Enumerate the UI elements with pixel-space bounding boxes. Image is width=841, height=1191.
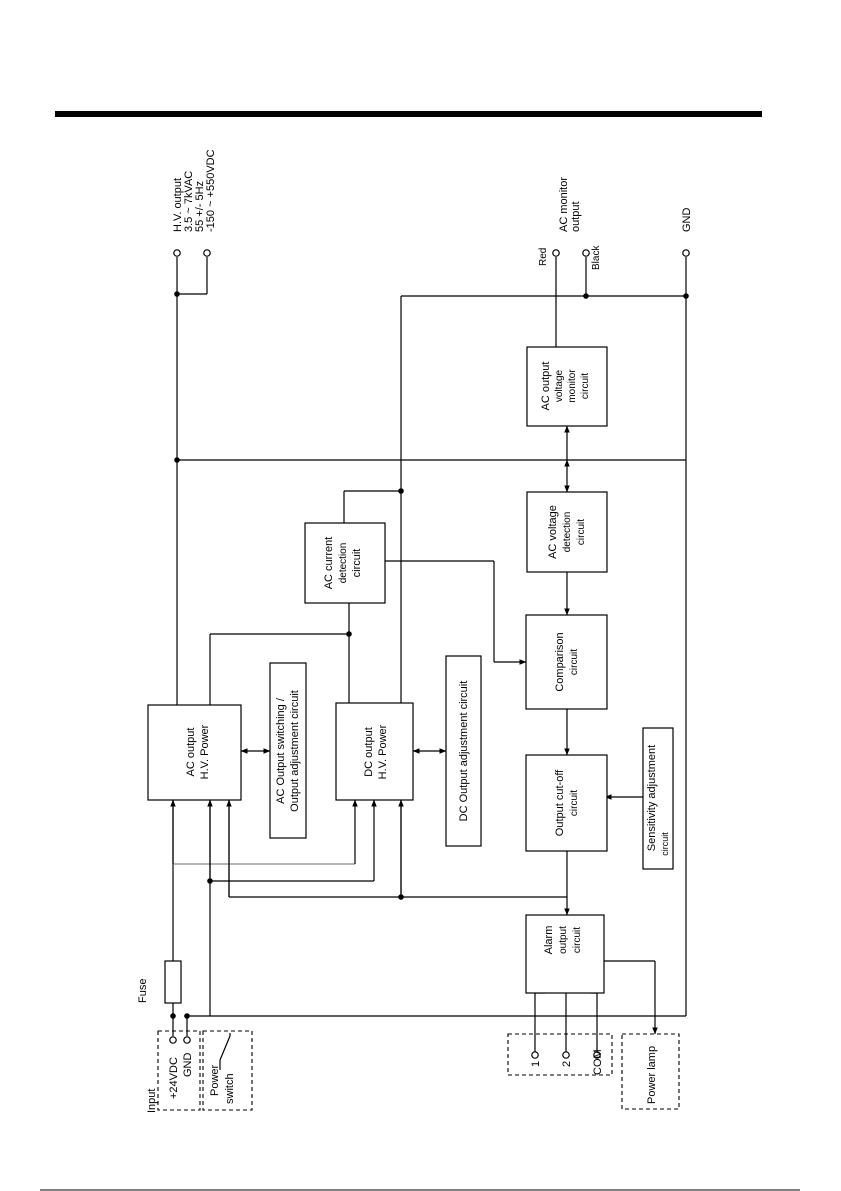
output-cutoff-label-2: circuit [569,790,580,816]
ac-output-switching-label-2: Output adjustment circuit [289,690,301,812]
output-cutoff-label-1: Output cut-off [554,769,566,836]
hv-output-terminal-2 [203,249,211,257]
hv-output-label-4: -150 ~ +550VDC [205,149,217,232]
gnd-label: GND [681,208,693,233]
ac-voltage-detection-label-2: detection [562,512,573,553]
alarm-output-box [525,914,605,994]
dc-output-adjustment-box [445,655,482,847]
power-switch-label-2: switch [224,1073,236,1104]
alarm-output-label-1: Alarm [543,926,555,955]
ac-hv-power-label-2: H.V. Power [199,724,211,779]
power-lamp-box [621,1033,680,1110]
input-gnd-terminal [183,1036,191,1044]
ac-voltage-monitor-label-1: AC output [540,362,552,411]
hv-output-terminal-1 [173,249,181,257]
fuse-box [164,960,182,1004]
ac-voltage-detection-label-3: circuit [576,519,587,545]
ac-output-switching-label-1: AC Output switching / [275,697,287,804]
output-cutoff-box [525,754,608,852]
gnd-terminal [682,249,690,257]
ac-hv-power-box [147,704,242,801]
input-gnd-label: GND [182,1053,194,1078]
dashed-boxes [157,1030,680,1111]
black-terminal [582,249,590,257]
comparison-box [525,614,608,710]
ac-current-detection-label-3: circuit [351,549,363,578]
terminals [169,249,690,1059]
ac-voltage-monitor-label-2: voltage [554,369,565,402]
dc-hv-power-label-2: H.V. Power [377,724,389,779]
input-24vdc-terminal [169,1036,177,1044]
wires [172,257,687,1070]
comparison-label-1: Comparison [554,632,566,691]
ac-current-detection-label-2: detection [338,543,349,584]
ac-monitor-output-label-2: output [570,201,582,232]
ac-current-detection-label-1: AC current [323,537,335,590]
alarm-terminal-2-label: 2 [561,1061,573,1067]
fuse-label: Fuse [137,979,149,1003]
signal-arrows [170,425,658,1035]
header-rule [55,111,762,117]
hv-output-label-3: 55 +/- 5Hz [194,181,206,232]
ac-voltage-detection-box [526,491,608,573]
alarm-terminal-2 [562,1051,570,1059]
alarm-output-label-2: output [558,926,569,954]
ac-monitor-output-label-1: AC monitor [558,177,570,232]
ac-current-detection-box [304,522,386,604]
ac-voltage-monitor-label-4: circuit [580,373,591,399]
dc-hv-power-box [335,702,414,801]
power-lamp-label: Power lamp [646,1046,658,1104]
black-label: Black [591,245,602,270]
alarm-terminal-com-label: COM [592,1049,604,1075]
blocks [147,346,674,1004]
hv-output-label-1: H.V. output [172,178,184,232]
ac-voltage-detection-label-1: AC voltage [547,505,559,559]
sensitivity-adjustment-label-2: circuit [660,832,670,856]
input-label: Input [146,1089,158,1113]
ac-voltage-monitor-label-3: monitor [567,369,578,403]
comparison-label-2: circuit [569,649,580,675]
alarm-output-label-3: circuit [572,927,583,953]
sensitivity-adjustment-label-1: Sensitivity adjustment [646,745,658,851]
alarm-terminals-box [507,1033,613,1076]
alarm-terminal-com [593,1051,601,1059]
ac-output-switching-box [269,662,307,839]
plus24vdc-label: +24VDC [168,1057,180,1099]
input-box [157,1030,201,1111]
alarm-terminal-1 [531,1051,539,1059]
power-switch-label-1: Power [209,1064,221,1096]
dc-output-adjustment-label: DC Output adjustment circuit [458,681,470,822]
red-terminal [552,249,560,257]
hv-output-label-2: 3.5 ~ 7kVAC [183,171,195,232]
alarm-terminal-1-label: 1 [530,1061,542,1067]
ac-hv-power-label-1: AC output [185,728,197,777]
power-switch-box [202,1030,253,1111]
red-label: Red [538,248,549,266]
ac-voltage-monitor-box [526,346,608,427]
sensitivity-adjustment-box [642,727,674,870]
dc-hv-power-label-1: DC output [363,727,375,777]
junction-dots [170,291,689,1019]
